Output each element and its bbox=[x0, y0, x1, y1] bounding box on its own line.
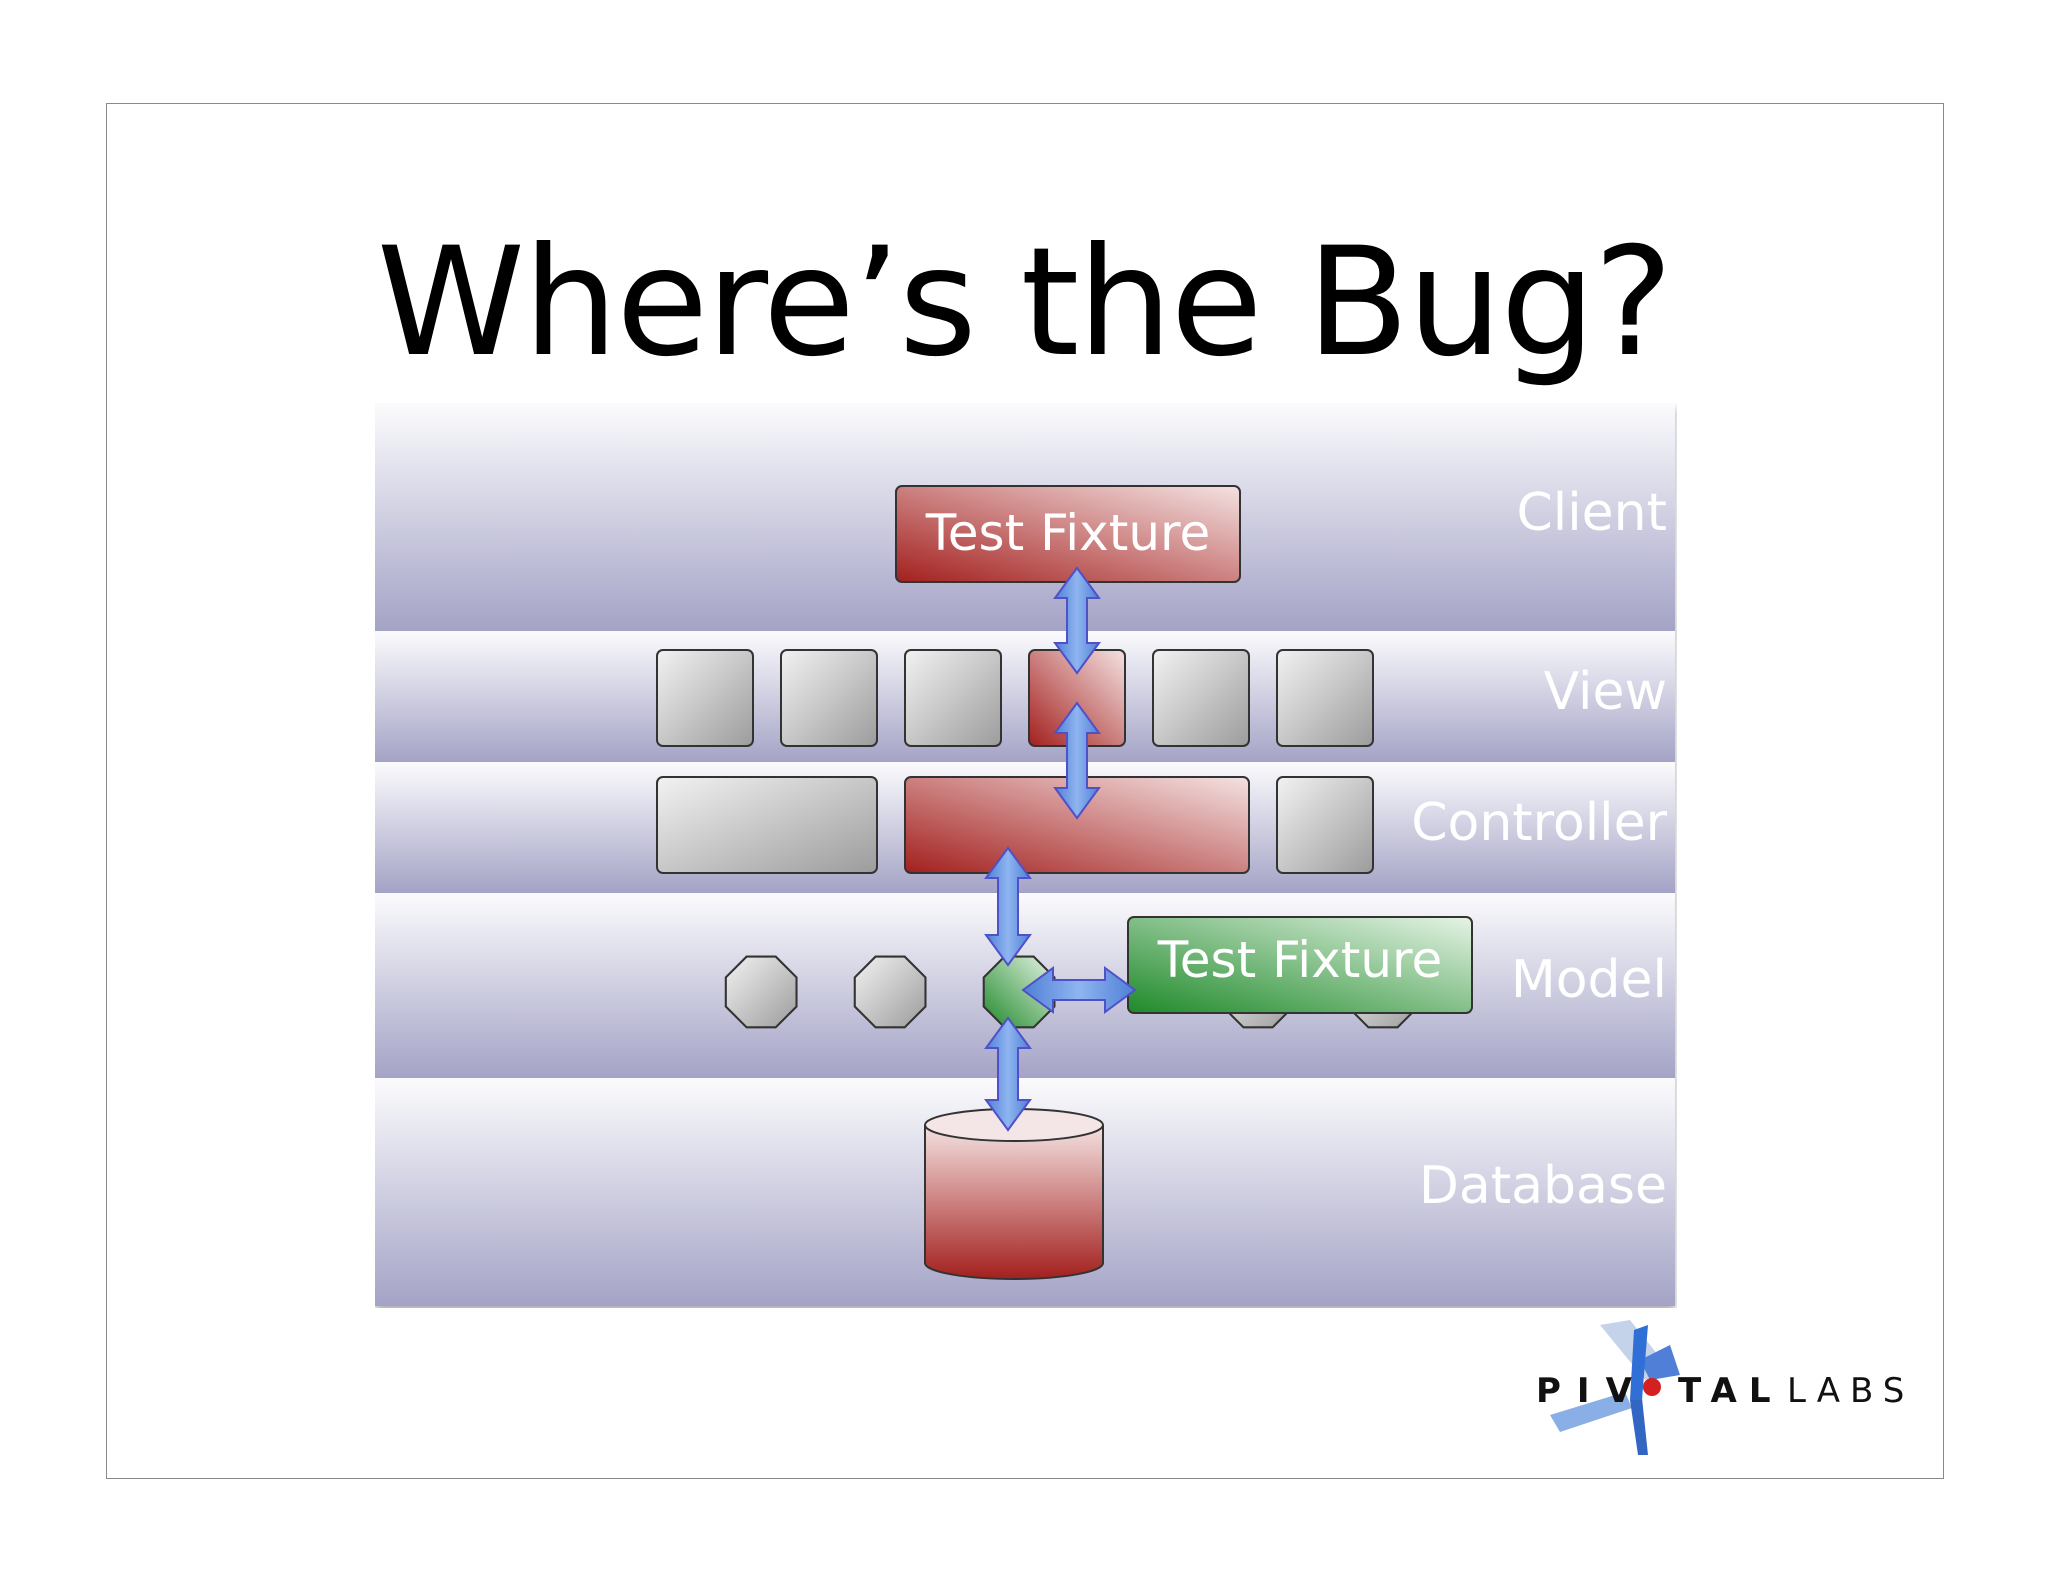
view-component bbox=[1276, 649, 1374, 747]
layer-label-model: Model bbox=[1511, 950, 1667, 1010]
model-component-highlighted bbox=[982, 955, 1056, 1029]
model-test-fixture-label: Test Fixture bbox=[1157, 931, 1442, 989]
client-test-fixture-label: Test Fixture bbox=[925, 504, 1210, 562]
controller-components bbox=[656, 776, 1374, 874]
architecture-diagram-svg: Client View Controller Model Database Te… bbox=[375, 403, 1675, 1306]
arrow-view-controller bbox=[1053, 701, 1101, 820]
flow-arrows bbox=[984, 566, 1137, 1132]
view-component bbox=[780, 649, 878, 747]
layer-label-view: View bbox=[1544, 662, 1667, 722]
logo-text-tal: TAL bbox=[1678, 1371, 1783, 1411]
arrow-controller-model bbox=[984, 846, 1032, 967]
layer-label-client: Client bbox=[1516, 483, 1667, 543]
logo-text-labs: LABS bbox=[1787, 1371, 1910, 1411]
logo-text-piv: PIV bbox=[1536, 1371, 1648, 1411]
controller-component bbox=[656, 776, 878, 874]
arrow-model-database bbox=[984, 1016, 1032, 1132]
pivotal-labs-logo-svg: PIV TAL LABS bbox=[1536, 1320, 1910, 1455]
layer-label-controller: Controller bbox=[1411, 793, 1667, 853]
database-cylinder bbox=[924, 1108, 1104, 1280]
architecture-diagram: Client View Controller Model Database Te… bbox=[375, 403, 1677, 1308]
model-component bbox=[724, 955, 798, 1029]
view-layer-band bbox=[375, 631, 1675, 762]
model-component bbox=[853, 955, 927, 1029]
pivotal-labs-logo: PIV TAL LABS bbox=[1530, 1320, 1910, 1455]
logo-mark bbox=[1550, 1320, 1680, 1455]
view-component bbox=[656, 649, 754, 747]
arrow-model-fixture bbox=[1021, 966, 1137, 1014]
slide-title: Where’s the Bug? bbox=[376, 216, 1674, 390]
view-component bbox=[1152, 649, 1250, 747]
view-components bbox=[656, 649, 1374, 747]
layer-label-database: Database bbox=[1419, 1156, 1667, 1216]
arrow-client-view bbox=[1053, 566, 1101, 675]
model-test-fixture bbox=[1127, 916, 1473, 1014]
controller-component bbox=[1276, 776, 1374, 874]
view-component bbox=[904, 649, 1002, 747]
